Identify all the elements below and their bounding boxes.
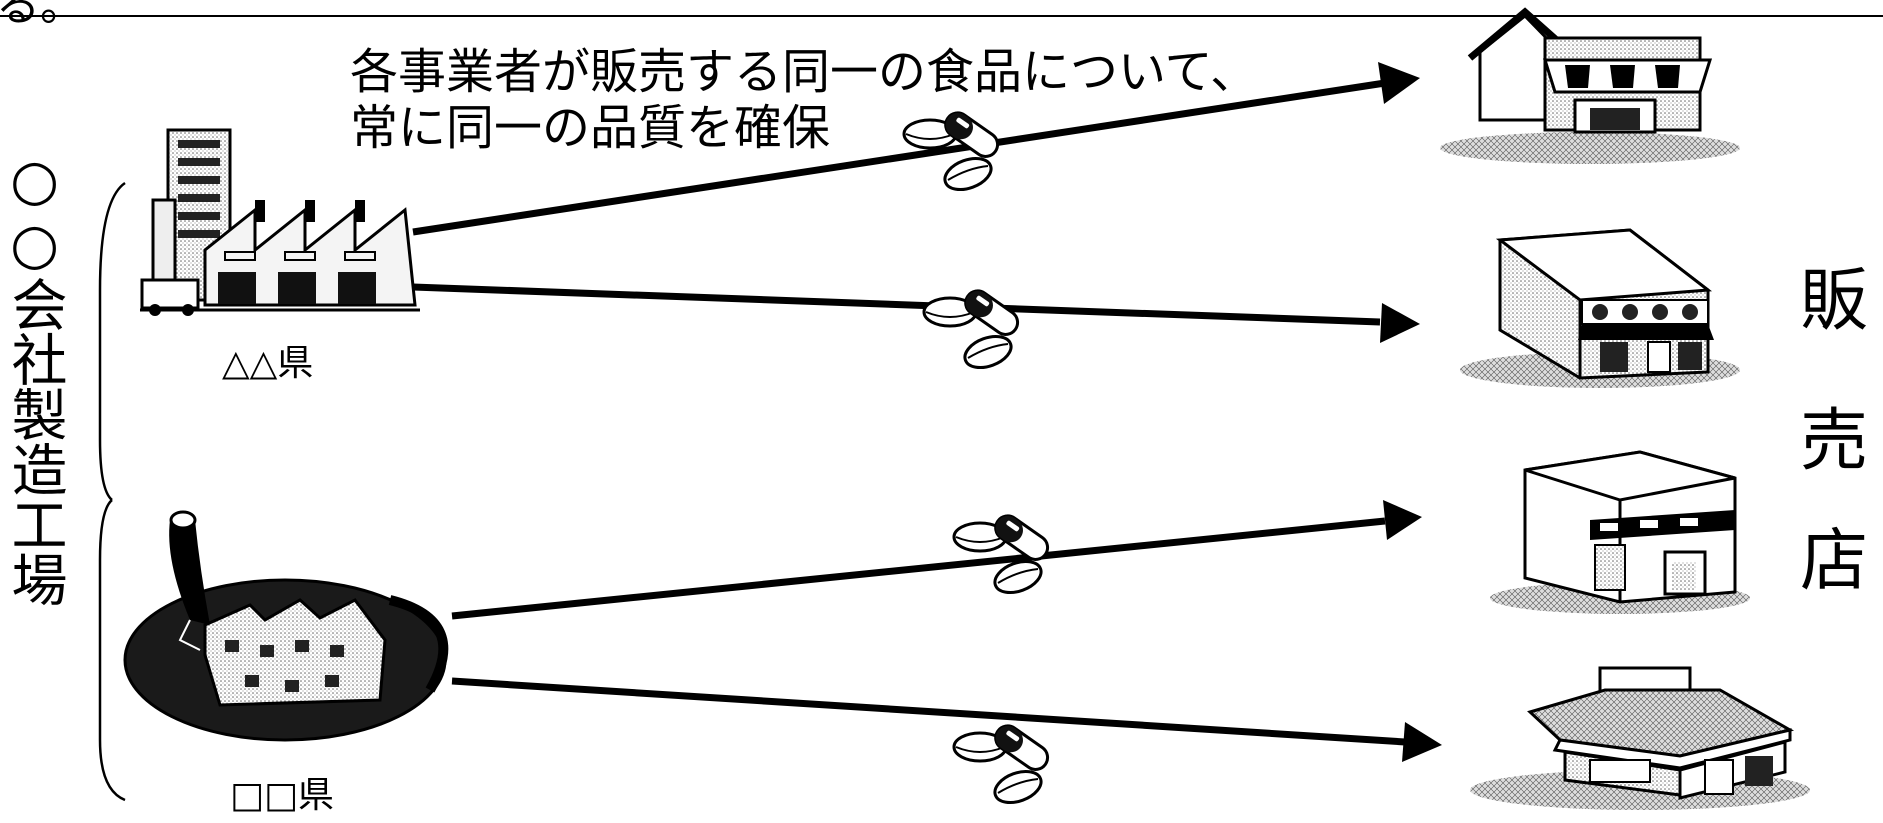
retailers-label-char: 販 bbox=[1800, 262, 1869, 341]
retail-store-icon bbox=[1490, 450, 1750, 614]
arrowhead-icon bbox=[1380, 303, 1420, 343]
pills-icon bbox=[952, 509, 1054, 600]
factory-complex-icon bbox=[123, 510, 449, 742]
caption-line-2: 常に同一の品質を確保 bbox=[350, 100, 831, 156]
manufacturer-label: ○○会社製造工場 bbox=[2, 148, 67, 606]
delivery-arrows bbox=[412, 62, 1442, 762]
bracket-upper bbox=[98, 181, 126, 501]
factory-location-label: □□県 bbox=[230, 775, 335, 816]
arrow-line bbox=[412, 79, 1386, 236]
arrow-line bbox=[412, 283, 1381, 326]
arrowhead-icon bbox=[1383, 500, 1422, 540]
retail-store-icon bbox=[1460, 228, 1740, 388]
arrow-line bbox=[451, 517, 1386, 620]
arrowhead-icon bbox=[1378, 62, 1420, 104]
top-text-fragment: る。 bbox=[0, 0, 84, 31]
factory-location-label: △△県 bbox=[222, 343, 314, 384]
pills-icon bbox=[922, 284, 1024, 375]
retailers-label-char: 売 bbox=[1800, 402, 1869, 481]
factory-building-icon bbox=[140, 128, 420, 316]
arrowhead-icon bbox=[1402, 722, 1442, 762]
retail-store-icon bbox=[1470, 666, 1810, 810]
pills-icon bbox=[952, 719, 1054, 810]
retailers-label-char: 店 bbox=[1800, 522, 1869, 601]
retail-store-icon bbox=[1440, 7, 1740, 164]
bracket-lower bbox=[98, 499, 126, 802]
caption-line-1: 各事業者が販売する同一の食品について、 bbox=[350, 44, 1259, 100]
arrow-line bbox=[451, 677, 1406, 746]
